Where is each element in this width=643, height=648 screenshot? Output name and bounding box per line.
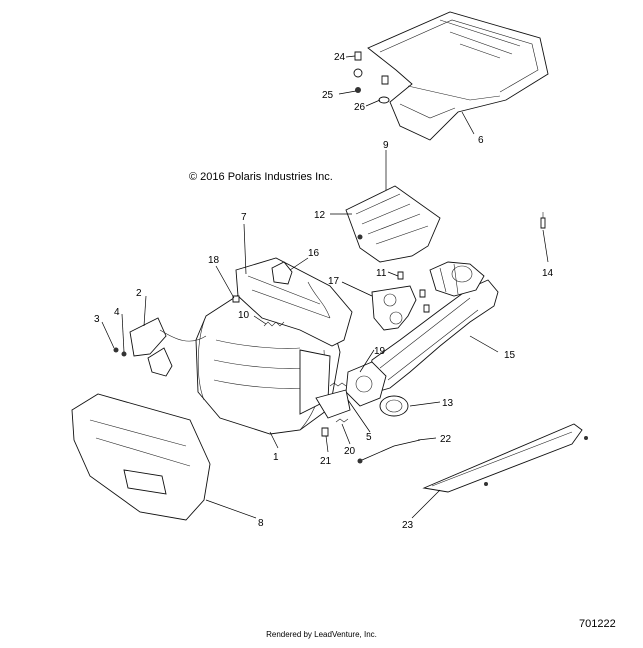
callout-12: 12 [314, 210, 326, 221]
callout-21: 21 [320, 456, 332, 467]
callout-1: 1 [273, 452, 279, 463]
callout-19: 19 [374, 346, 386, 357]
callout-24: 24 [334, 52, 346, 63]
callout-4: 4 [114, 307, 120, 318]
part-gasket [371, 285, 417, 331]
callout-14: 14 [542, 268, 554, 279]
part-flange-5 [315, 361, 387, 419]
callout-13: 13 [442, 398, 454, 409]
part-spring-10 [263, 321, 285, 327]
credit-line: Rendered by LeadVenture, Inc. [266, 630, 377, 639]
callout-16: 16 [308, 248, 320, 259]
callout-8: 8 [258, 518, 264, 529]
part-bolt-18 [232, 295, 240, 303]
callout-5: 5 [366, 432, 372, 443]
callout-labels: 24 25 26 6 9 12 7 16 14 11 17 18 2 4 3 1… [94, 52, 554, 531]
copyright-notice: © 2016 Polaris Industries Inc. [189, 171, 333, 183]
callout-17: 17 [328, 276, 340, 287]
callout-22: 22 [440, 434, 452, 445]
callout-18: 18 [208, 255, 220, 266]
part-heat-shield-upper [367, 11, 549, 141]
part-probe-22 [357, 439, 421, 464]
callout-25: 25 [322, 90, 334, 101]
callout-23: 23 [402, 520, 414, 531]
callout-6: 6 [478, 135, 484, 146]
part-bolt-14 [540, 212, 546, 229]
part-bracket-16 [307, 281, 331, 319]
part-muffler-guard [71, 393, 211, 521]
part-tail-pipe [129, 317, 207, 377]
callout-26: 26 [354, 102, 366, 113]
leader-lines [101, 55, 549, 519]
part-muffler-heat-shield [235, 257, 353, 347]
part-heat-shield-middle [345, 185, 441, 263]
part-heat-shield-strip [422, 423, 588, 493]
callout-10: 10 [238, 310, 250, 321]
callout-3: 3 [94, 314, 100, 325]
callout-20: 20 [344, 446, 356, 457]
callout-7: 7 [241, 212, 247, 223]
callout-9: 9 [383, 140, 389, 151]
part-springs-20-21 [321, 382, 349, 437]
diagram-id: 701222 [579, 618, 616, 630]
callout-11: 11 [376, 268, 387, 279]
part-header-pipe [367, 261, 499, 393]
callout-2: 2 [136, 288, 142, 299]
callout-15: 15 [504, 350, 516, 361]
part-fasteners-top [353, 51, 390, 104]
part-fasteners-left [113, 347, 127, 357]
part-seal-ring [379, 395, 409, 417]
